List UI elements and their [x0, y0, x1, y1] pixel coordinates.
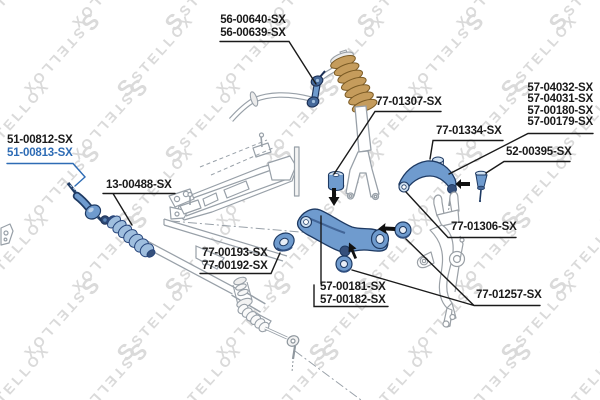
- part-number-highlighted-link[interactable]: 51-00813-SX: [7, 146, 73, 159]
- part-number: 57-00181-SX: [320, 281, 386, 293]
- steering-rack: [140, 238, 300, 373]
- insert-arrows: [328, 179, 470, 259]
- part-label-stab-link: 56-00640-SX 56-00639-SX: [217, 14, 289, 39]
- strut-bushing-highlight: [327, 170, 345, 192]
- part-number: 77-01307-SX: [376, 96, 442, 108]
- steering-boot-highlight: [106, 215, 156, 258]
- arm-bushing-highlight-b: [335, 255, 353, 273]
- subframe: [0, 132, 300, 262]
- arrow-down-icon: [328, 188, 340, 206]
- part-label-tie-rod-end: 51-00812-SX 51-00813-SX: [7, 134, 73, 159]
- part-number: 77-01334-SX: [436, 125, 502, 137]
- arrow-up-left-icon: [348, 242, 357, 259]
- tie-rod-end-highlight: [66, 182, 103, 222]
- part-number: 77-01306-SX: [451, 221, 517, 233]
- coil-spring: [330, 55, 378, 113]
- inner-tie-rod-end: [286, 335, 300, 373]
- part-number: 57-00182-SX: [320, 293, 386, 306]
- stabilizer-bar: [228, 59, 352, 122]
- highlighted-leader-line: [6, 162, 86, 187]
- part-number: 56-00639-SX: [220, 26, 286, 39]
- part-number: 57-00180-SX: [527, 104, 593, 117]
- part-number: 56-00640-SX: [220, 14, 286, 26]
- upper-control-arm-highlight: [398, 156, 457, 216]
- part-label-upper-arms: 57-04032-SX 57-04031-SX 57-00180-SX 57-0…: [523, 82, 593, 129]
- part-number: 77-01257-SX: [476, 289, 542, 301]
- part-number: 77-00193-SX: [202, 247, 268, 259]
- construction-lines: [170, 139, 362, 400]
- part-number: 77-00192-SX: [202, 259, 268, 272]
- stabilizer-link-highlight: [306, 70, 326, 108]
- strut-body: [345, 105, 380, 201]
- part-label-upper-arm-bushing: 77-01334-SX: [436, 125, 502, 138]
- part-label-strut-bushing: 77-01307-SX: [376, 96, 442, 109]
- arrow-left2-icon: [455, 179, 470, 189]
- rack-pinion: [232, 276, 253, 309]
- arrow-left-icon: [378, 223, 395, 234]
- part-number: 51-00812-SX: [7, 134, 73, 146]
- leader-lines: [102, 40, 594, 308]
- part-number: 57-00179-SX: [527, 116, 593, 129]
- ball-joint-highlight: [475, 170, 488, 203]
- part-number: 13-00488-SX: [106, 179, 172, 191]
- part-number: 52-00395-SX: [506, 146, 572, 158]
- part-number: 57-04032-SX: [527, 82, 593, 94]
- rack-mount-bushing-highlight: [273, 232, 295, 252]
- steering-knuckle: [416, 191, 466, 328]
- part-label-rack-mounts: 77-00193-SX 77-00192-SX: [202, 247, 268, 272]
- part-label-front-arm-bushing: 77-01306-SX: [451, 221, 517, 234]
- part-number: 57-04031-SX: [527, 93, 593, 106]
- part-label-lower-arms: 57-00181-SX 57-00182-SX: [320, 281, 386, 306]
- part-label-ball-joint: 52-00395-SX: [506, 146, 572, 159]
- part-label-steering-boot: 13-00488-SX: [106, 179, 172, 192]
- inner-rod-boot: [237, 303, 270, 333]
- lower-control-arm-highlight: [296, 208, 390, 267]
- part-label-lower-arm-bushings: 77-01257-SX: [476, 289, 542, 302]
- arm-bushing-highlight-a: [394, 221, 412, 239]
